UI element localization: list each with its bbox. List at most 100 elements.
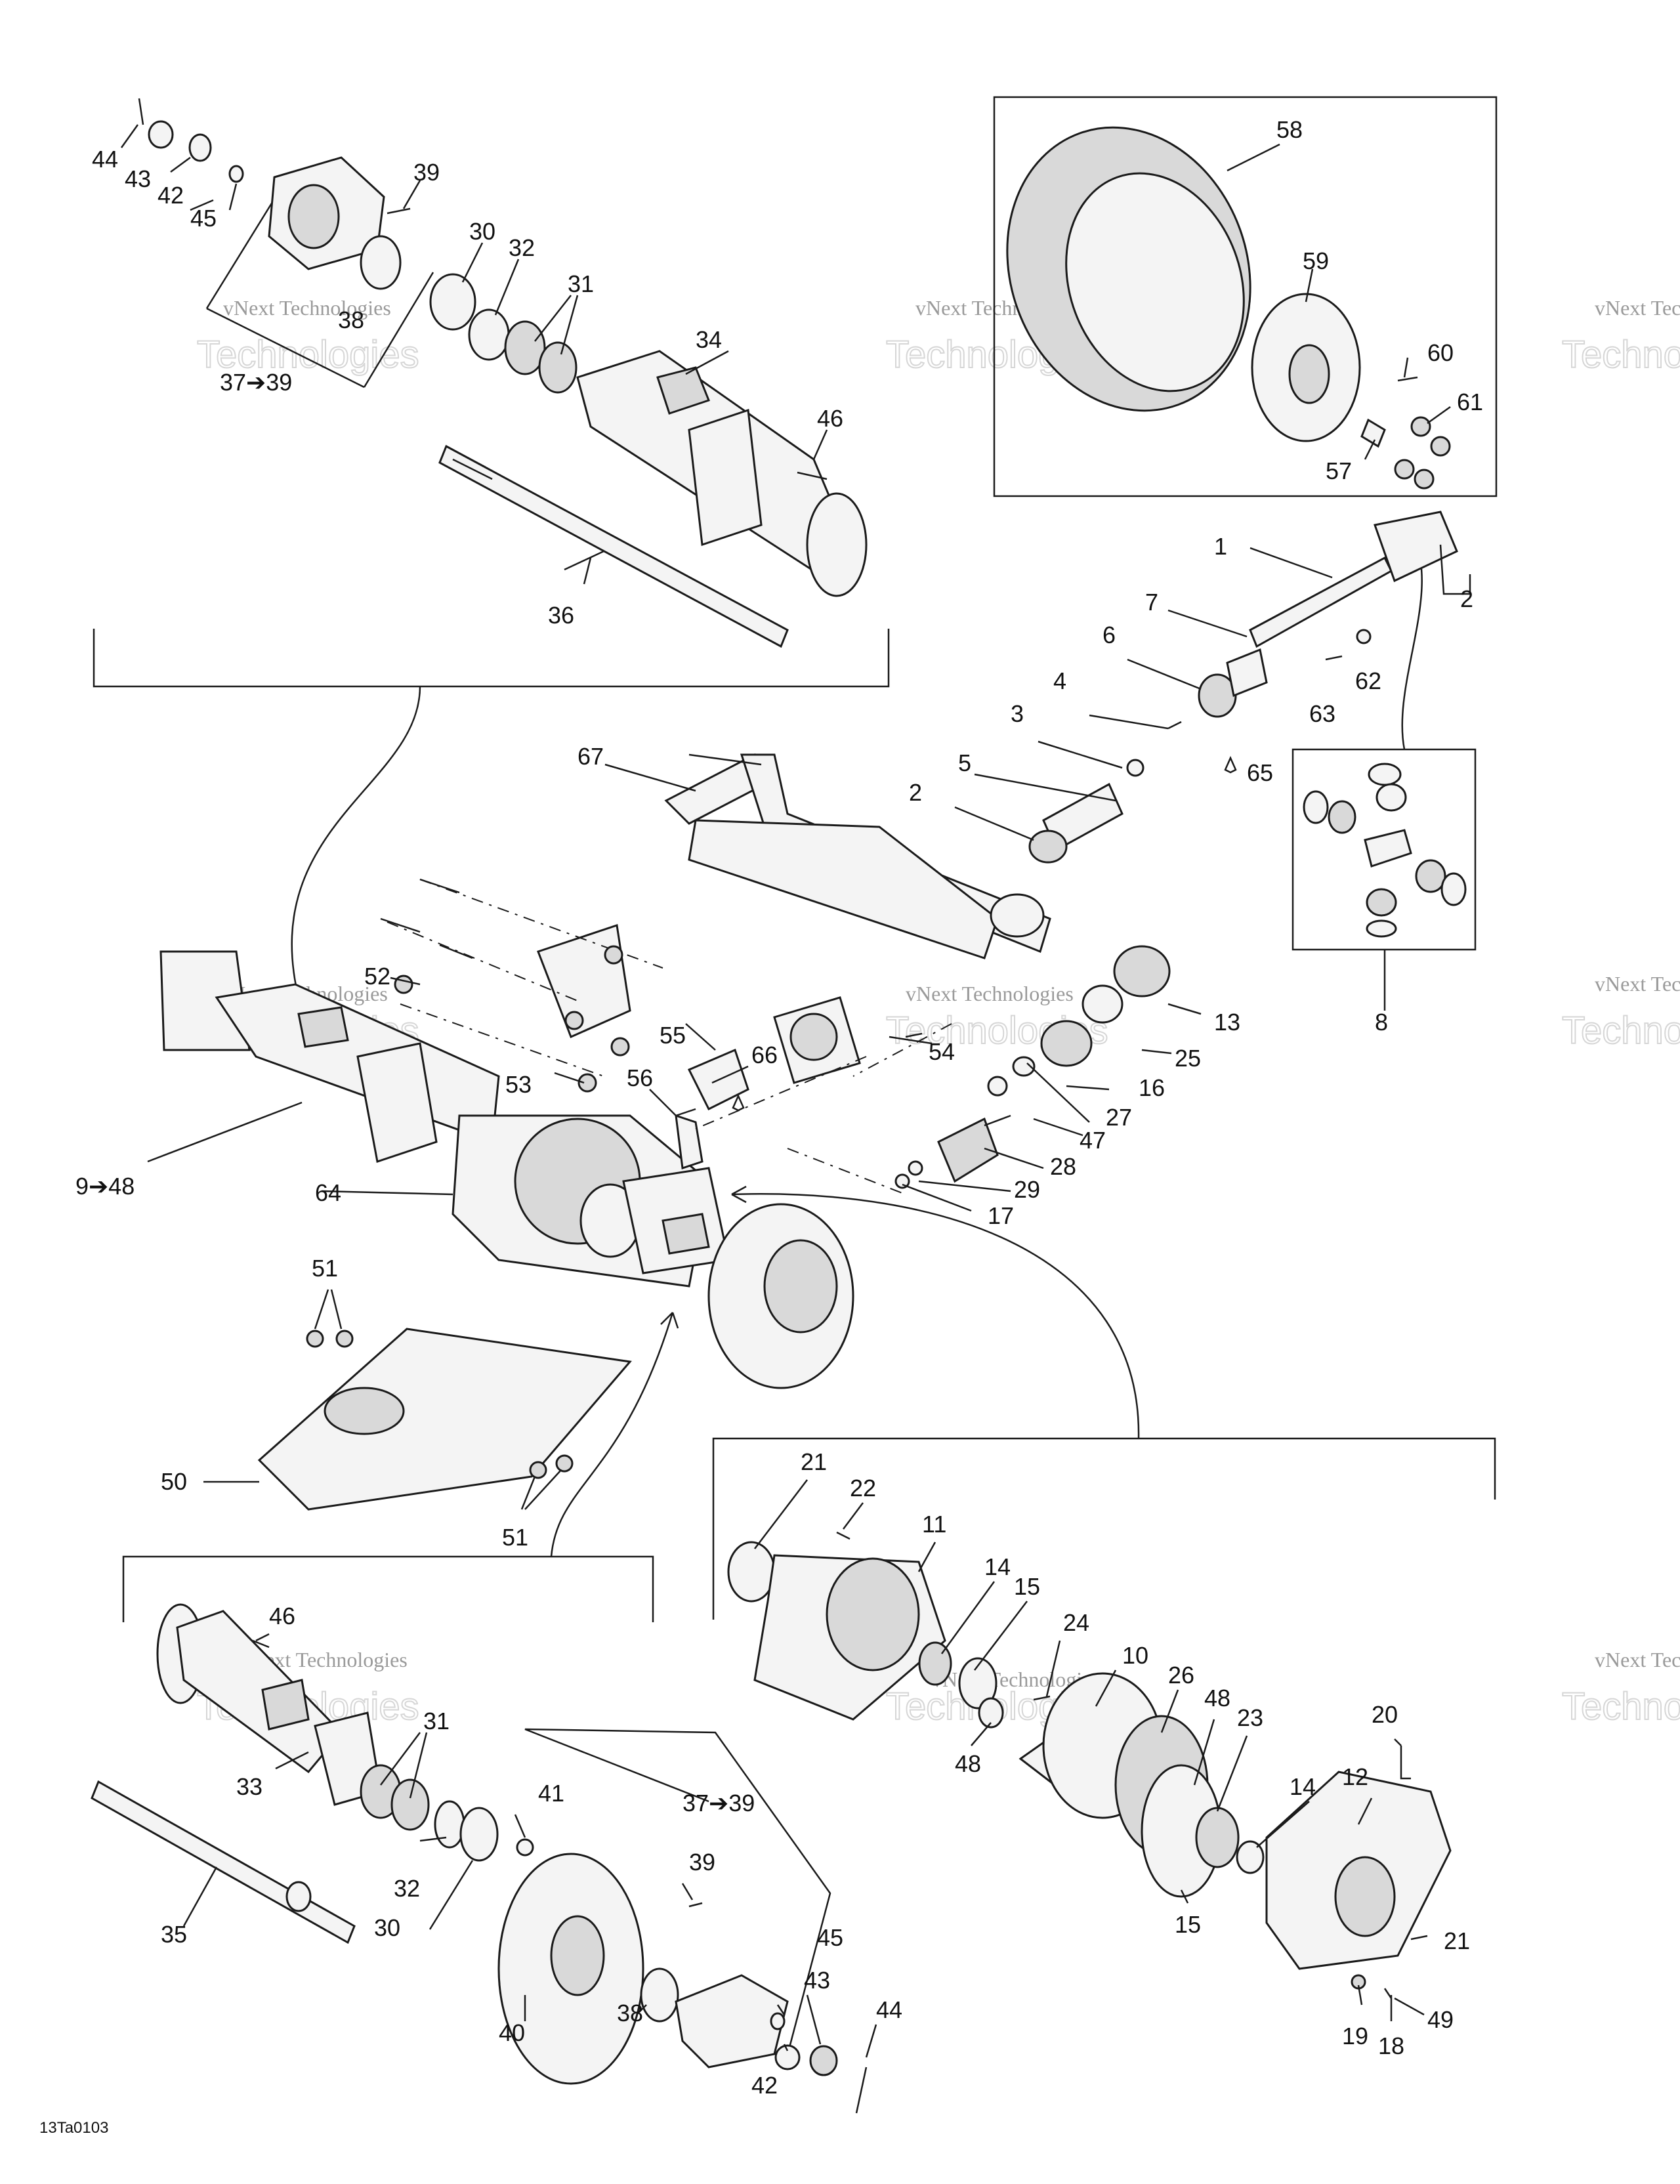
callout-45: 45 bbox=[817, 1924, 843, 1951]
callout-38: 38 bbox=[338, 306, 364, 333]
coupler-sleeve bbox=[1028, 830, 1068, 864]
callout-48: 48 bbox=[1204, 1685, 1230, 1712]
hub-kit-bracket-bottom bbox=[524, 1728, 831, 2068]
axle-nut bbox=[148, 120, 174, 149]
callout-23: 23 bbox=[1237, 1704, 1263, 1731]
ring bbox=[1440, 872, 1467, 906]
leader bbox=[120, 124, 139, 148]
leader bbox=[1227, 143, 1280, 172]
watermark: Technologies vNext Technologies bbox=[1561, 1648, 1680, 1729]
leader bbox=[390, 976, 421, 986]
seal-retainer bbox=[1082, 984, 1124, 1024]
bearing-cup bbox=[1328, 800, 1356, 834]
bolt bbox=[1325, 655, 1343, 661]
watermark-big: Technologies bbox=[1562, 1685, 1680, 1728]
curve-differential bbox=[731, 1193, 1140, 1439]
bolt bbox=[797, 471, 828, 480]
leader bbox=[1439, 544, 1471, 595]
callout-38: 38 bbox=[617, 2000, 643, 2026]
brake-hub bbox=[550, 1915, 605, 1996]
seal-ring bbox=[429, 273, 476, 331]
bolt bbox=[380, 878, 473, 959]
leader bbox=[275, 1751, 309, 1770]
callout-60: 60 bbox=[1427, 339, 1454, 366]
grease-drop-icon bbox=[1224, 755, 1237, 774]
callout-48: 48 bbox=[955, 1750, 981, 1777]
leader bbox=[1357, 1797, 1373, 1825]
wheel-frame bbox=[993, 96, 1498, 497]
leader bbox=[520, 1469, 562, 1510]
callout-44: 44 bbox=[876, 1996, 902, 2023]
spline bbox=[446, 445, 493, 480]
watermark: Technologies vNext Technologies bbox=[1561, 972, 1680, 1053]
callout-39: 39 bbox=[413, 159, 440, 186]
watermark-small: vNext Technologies bbox=[1595, 972, 1680, 996]
callout-59: 59 bbox=[1303, 247, 1329, 274]
hub-kit-bracket-top bbox=[205, 196, 434, 388]
leader bbox=[419, 1836, 447, 1842]
leader bbox=[1167, 609, 1248, 638]
callout-49: 49 bbox=[1427, 2006, 1454, 2033]
callout-11: 11 bbox=[922, 1511, 946, 1538]
callout-9: 9➔48 bbox=[75, 1173, 135, 1200]
leader bbox=[843, 1502, 864, 1530]
figure-code: 13Ta0103 bbox=[39, 2119, 108, 2137]
bearing bbox=[390, 1778, 430, 1831]
brake-hub bbox=[763, 1239, 838, 1334]
cotter-pin bbox=[138, 98, 144, 125]
callout-50: 50 bbox=[161, 1468, 187, 1495]
leader bbox=[494, 259, 520, 316]
leader bbox=[685, 350, 729, 375]
tube-mount-plate bbox=[356, 1042, 438, 1163]
callout-46: 46 bbox=[817, 405, 843, 432]
watermark-big: Technologies bbox=[197, 333, 419, 376]
leader bbox=[918, 1180, 1011, 1192]
leader bbox=[1095, 1670, 1117, 1707]
callout-3: 3 bbox=[1011, 700, 1024, 727]
bearing bbox=[958, 1657, 998, 1710]
callout-53: 53 bbox=[505, 1071, 532, 1098]
watermark-small: vNext Technologies bbox=[223, 296, 391, 320]
nut bbox=[610, 1037, 630, 1057]
callout-21: 21 bbox=[801, 1448, 827, 1475]
hub-bearing-seal bbox=[360, 235, 402, 290]
bearing-cup bbox=[1366, 888, 1397, 917]
differential-exploded-group bbox=[727, 1531, 1452, 1999]
leader bbox=[1089, 714, 1169, 730]
snap-ring bbox=[468, 308, 510, 361]
leader bbox=[182, 1866, 218, 1927]
leader bbox=[604, 763, 696, 792]
callout-17: 17 bbox=[988, 1202, 1014, 1229]
bolt bbox=[1033, 1695, 1051, 1701]
centerline bbox=[787, 1148, 906, 1195]
lug-nut bbox=[1414, 469, 1435, 490]
bracket bbox=[297, 1006, 349, 1048]
callout-30: 30 bbox=[469, 218, 495, 245]
leader bbox=[1066, 1085, 1110, 1091]
drive-shaft-group bbox=[1028, 511, 1458, 864]
callout-56: 56 bbox=[627, 1064, 653, 1091]
leader bbox=[776, 2004, 786, 2015]
callout-15: 15 bbox=[1175, 1911, 1201, 1938]
callout-35: 35 bbox=[161, 1921, 187, 1948]
callout-51: 51 bbox=[312, 1255, 338, 1282]
leader bbox=[783, 2044, 789, 2051]
callout-64: 64 bbox=[315, 1179, 341, 1206]
leader bbox=[1193, 1719, 1215, 1786]
leader bbox=[170, 156, 191, 173]
pinion-gear bbox=[937, 1117, 999, 1183]
cotter-ring bbox=[228, 165, 244, 183]
nut bbox=[529, 1461, 547, 1479]
bolt bbox=[688, 1902, 703, 1908]
bottom-axle-group bbox=[91, 1603, 868, 2114]
mount-hole bbox=[789, 1013, 838, 1061]
callout-10: 10 bbox=[1122, 1642, 1148, 1669]
nut bbox=[578, 1073, 597, 1093]
watermark-small: vNext Technologies bbox=[1595, 296, 1680, 320]
cover-bore bbox=[1334, 1856, 1396, 1937]
leader bbox=[429, 1860, 474, 1930]
callout-20: 20 bbox=[1372, 1701, 1398, 1728]
leader bbox=[940, 1581, 996, 1654]
arrow-head bbox=[731, 1185, 747, 1204]
stud bbox=[1397, 376, 1418, 382]
